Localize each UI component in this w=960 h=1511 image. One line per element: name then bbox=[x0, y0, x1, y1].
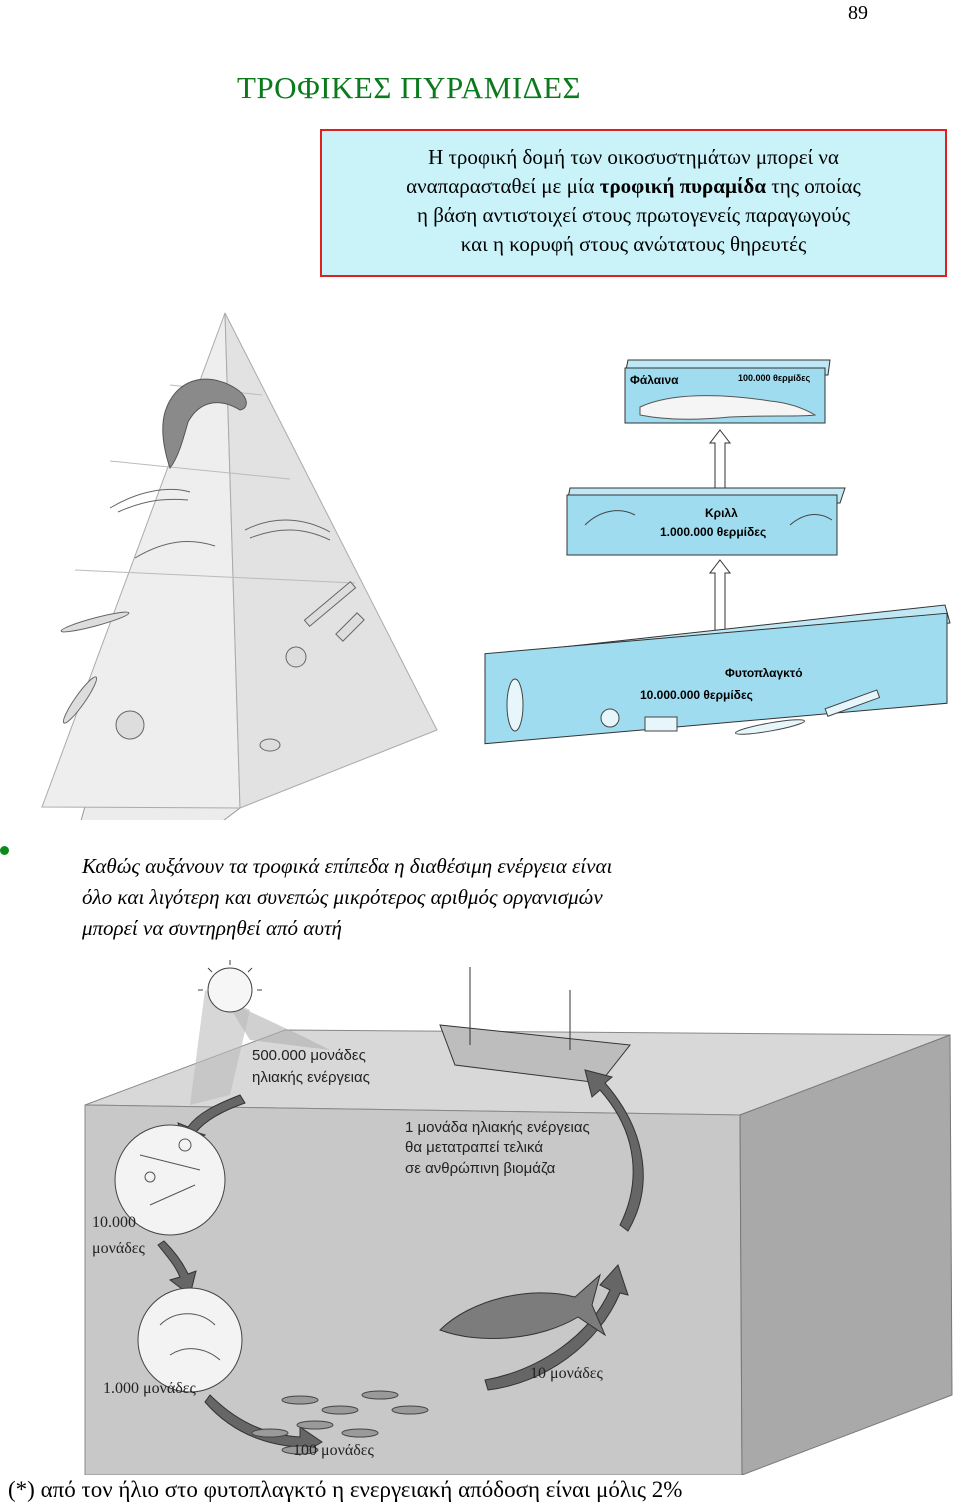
zooplankton-circle bbox=[137, 1287, 243, 1393]
tuna-energy-label: 10 μονάδες bbox=[530, 1365, 603, 1382]
phyto-calories: 10.000.000 θερμίδες bbox=[640, 688, 753, 702]
small-fish-energy-label: 100 μονάδες bbox=[293, 1442, 374, 1459]
footnote: (*) από τον ήλιο στο φυτοπλαγκτό η ενεργ… bbox=[8, 1477, 683, 1502]
phyto-energy-label-2: μονάδες bbox=[92, 1240, 145, 1257]
energy-flow-illustration: 500.000 μονάδες ηλιακής ενέργειας 1 μονά… bbox=[84, 960, 953, 1475]
statement-line-1: Καθώς αυξάνουν τα τροφικά επίπεδα η διαθ… bbox=[82, 854, 613, 878]
whale-name: Φάλαινα bbox=[630, 373, 679, 387]
phyto-energy-label-1: 10.000 bbox=[92, 1214, 136, 1231]
info-line-3: η βάση αντιστοιχεί στους πρωτογενείς παρ… bbox=[416, 203, 851, 227]
sun-icon bbox=[207, 967, 253, 1013]
zooplankton-icon bbox=[159, 1313, 221, 1361]
info-line-2-pre: αναπαρασταθεί με μία bbox=[406, 174, 600, 198]
sun-energy-label-1: 500.000 μονάδες bbox=[252, 1047, 366, 1064]
phytoplankton-icon bbox=[60, 580, 365, 752]
krill-icon bbox=[109, 488, 331, 559]
info-box: Η τροφική δομή των οικοσυστημάτων μπορεί… bbox=[320, 129, 947, 277]
human-energy-label-3: σε ανθρώπινη βιομάζα bbox=[405, 1160, 556, 1177]
statement: Καθώς αυξάνουν τα τροφικά επίπεδα η διαθ… bbox=[82, 851, 612, 944]
whale-icon bbox=[639, 395, 817, 420]
page-number: 89 bbox=[848, 2, 868, 24]
whale-calories: 100.000 θερμίδες bbox=[738, 373, 810, 383]
human-energy-label-1: 1 μονάδα ηλιακής ενέργειας bbox=[405, 1119, 590, 1136]
phytoplankton-icon bbox=[506, 678, 881, 735]
energy-arrow-icon bbox=[708, 429, 732, 496]
info-line-1: Η τροφική δομή των οικοσυστημάτων μπορεί… bbox=[428, 145, 839, 169]
info-line-2-post: της οποίας bbox=[766, 174, 861, 198]
tuna-icon bbox=[439, 1273, 607, 1340]
krill-name: Κριλλ bbox=[705, 506, 738, 520]
info-line-4: και η κορυφή στους ανώτατους θηρευτές bbox=[460, 232, 807, 256]
phytoplankton-circle bbox=[114, 1124, 226, 1236]
energy-levels-diagram: Φάλαινα 100.000 θερμίδες Κριλλ 1.000.000… bbox=[484, 359, 951, 745]
info-keyword: τροφική πυραμίδα bbox=[599, 174, 767, 198]
trophic-pyramid-illustration bbox=[41, 312, 438, 820]
zoo-energy-label: 1.000 μονάδες bbox=[103, 1380, 196, 1397]
bullet-icon bbox=[0, 846, 9, 855]
krill-icon bbox=[584, 510, 833, 526]
page-title: ΤΡΟΦΙΚΕΣ ΠΥΡΑΜΙΔΕΣ bbox=[237, 70, 582, 105]
phytoplankton-icon bbox=[139, 1138, 201, 1206]
statement-line-3: μπορεί να συντηρηθεί από αυτή bbox=[82, 916, 342, 940]
whale-icon bbox=[162, 378, 247, 470]
statement-line-2: όλο και λιγότερη και συνεπώς μικρότερος … bbox=[82, 885, 603, 909]
sun-energy-label-2: ηλιακής ενέργειας bbox=[252, 1069, 370, 1086]
krill-calories: 1.000.000 θερμίδες bbox=[660, 525, 766, 539]
human-energy-label-2: θα μετατραπεί τελικά bbox=[405, 1139, 543, 1156]
info-line-2: αναπαρασταθεί με μία τροφική πυραμίδα τη… bbox=[322, 172, 945, 201]
krill-box bbox=[566, 494, 838, 556]
phyto-name: Φυτοπλαγκτό bbox=[725, 666, 803, 680]
small-fish-icon bbox=[251, 1390, 429, 1455]
sun-rays-icon bbox=[198, 960, 262, 991]
